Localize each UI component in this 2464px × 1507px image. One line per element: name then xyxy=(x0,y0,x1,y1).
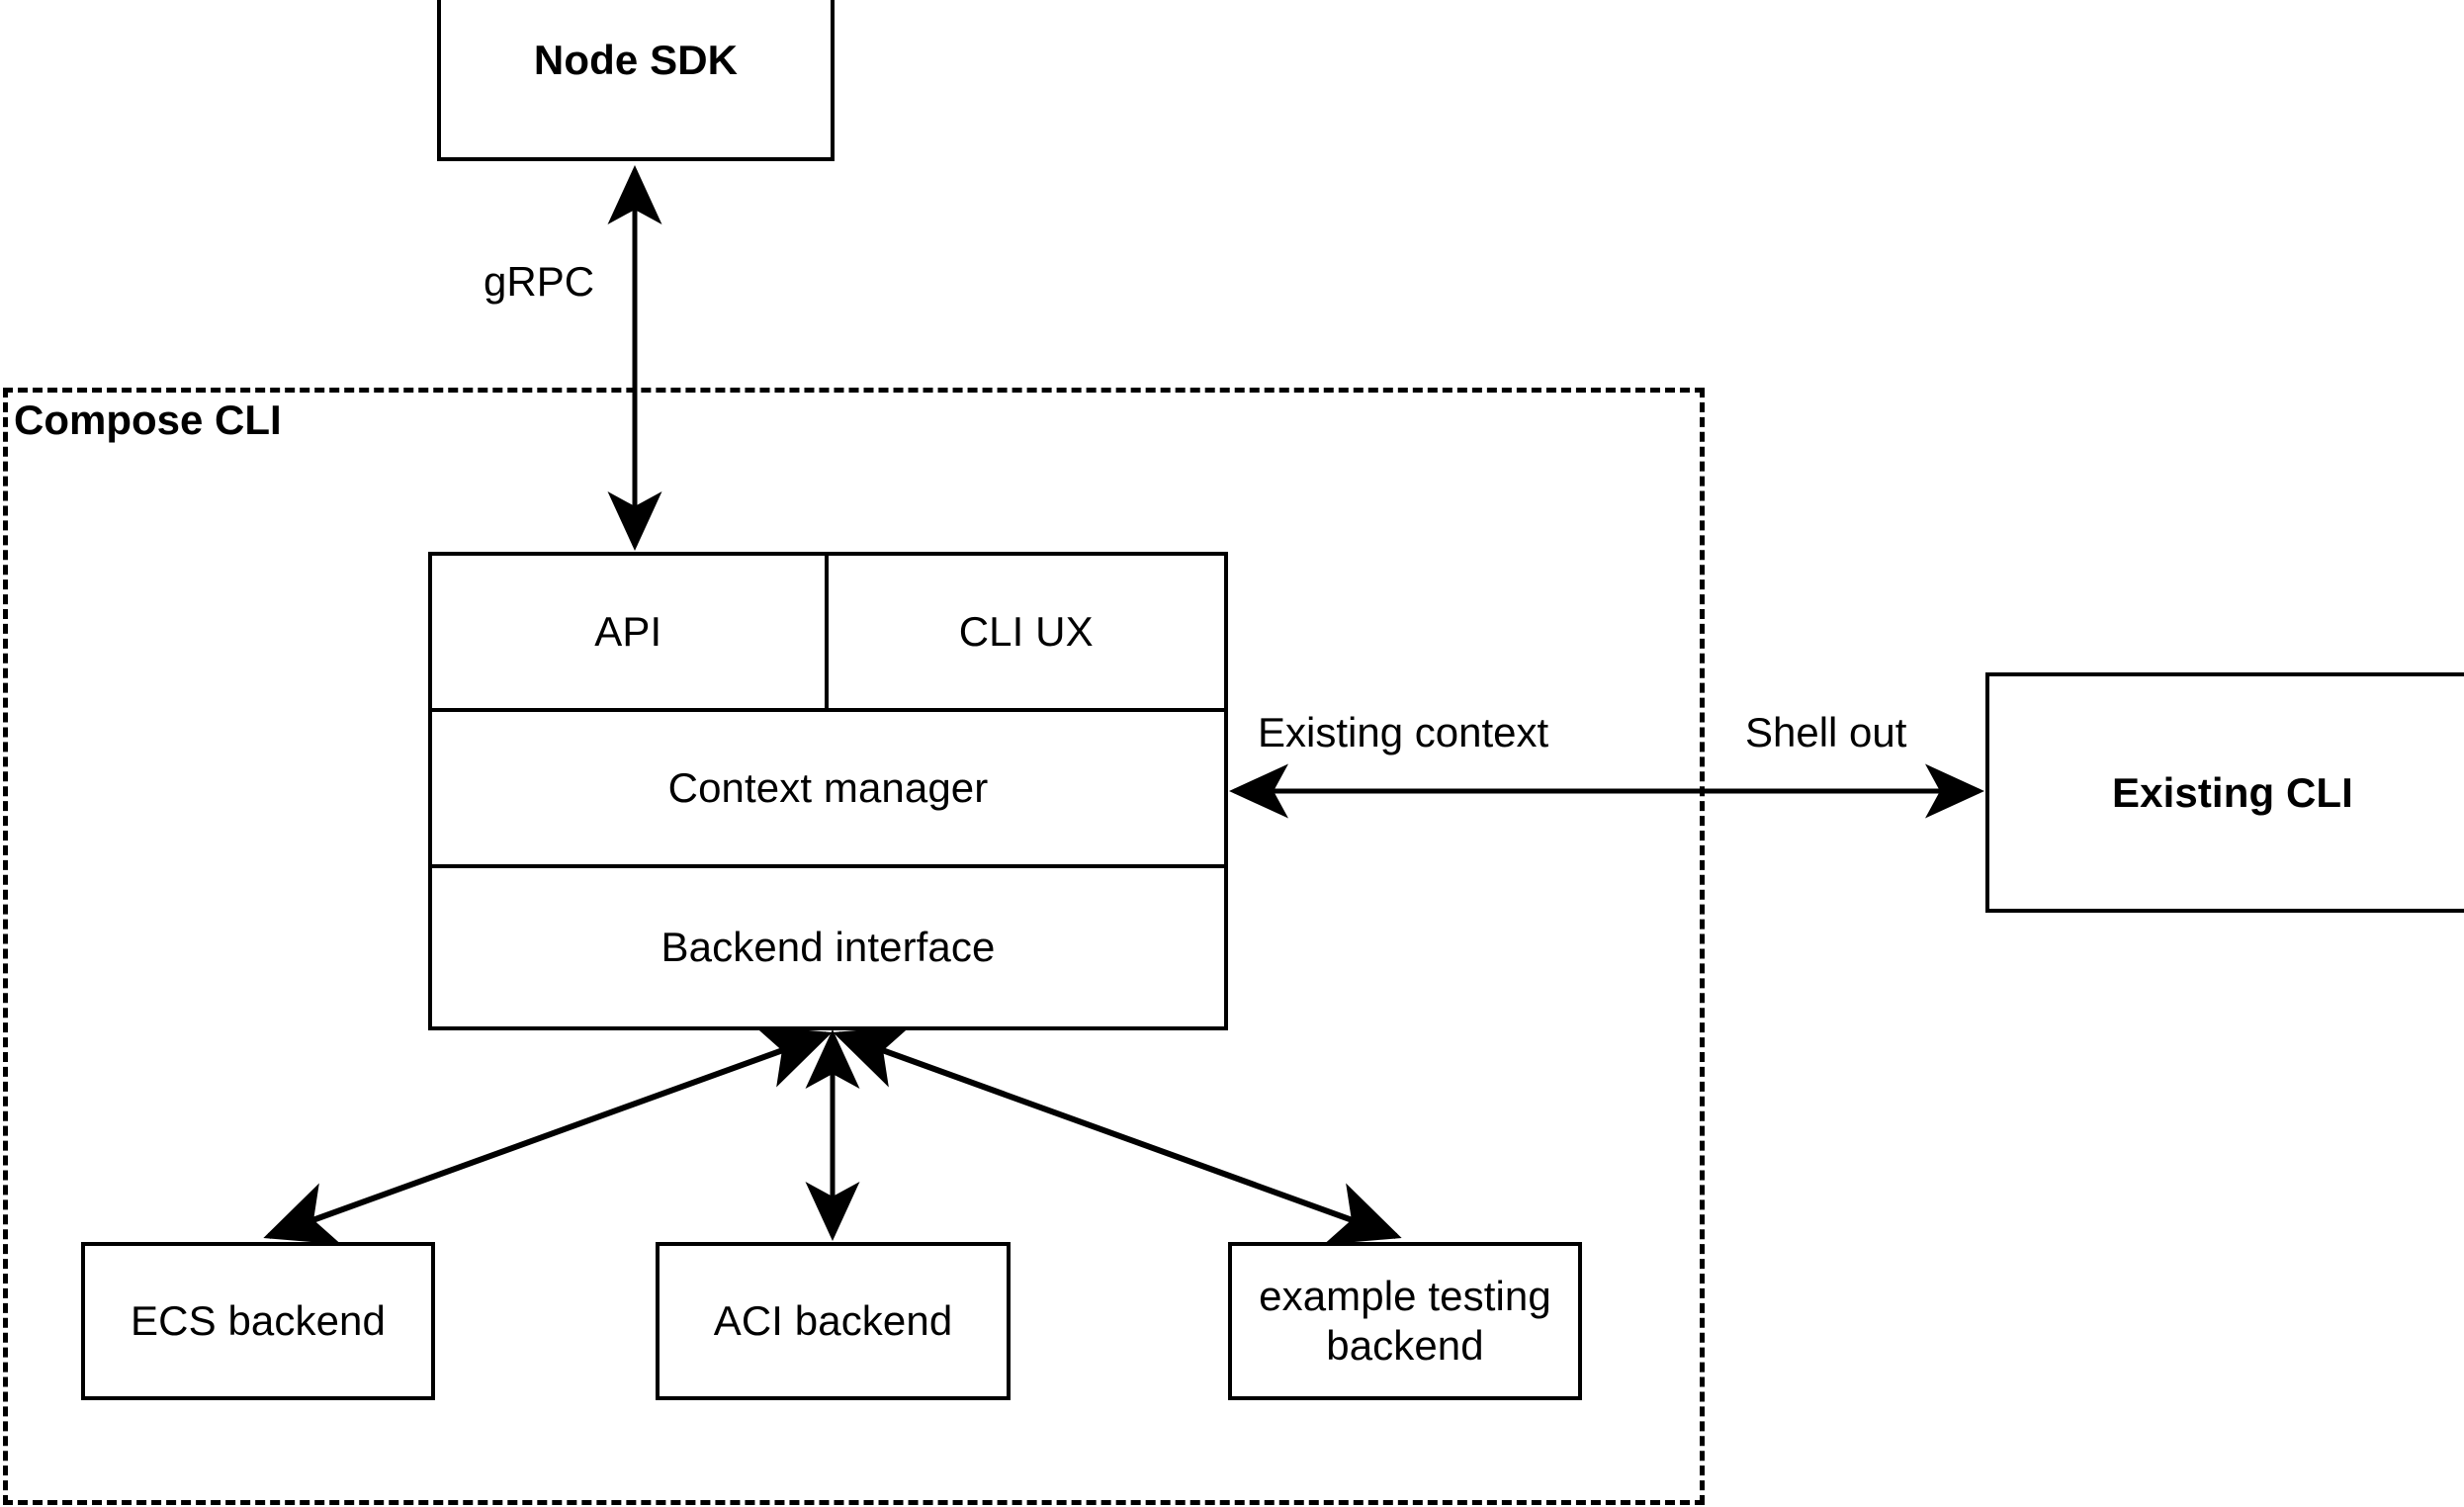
edge-label-grpc: gRPC xyxy=(484,258,595,305)
node-cli-ux[interactable]: CLI UX xyxy=(829,556,1225,708)
edge-label-shell-out: Shell out xyxy=(1745,709,1907,755)
node-api[interactable]: API xyxy=(432,556,829,708)
node-aci-backend-label: ACI backend xyxy=(713,1297,953,1345)
node-context-manager[interactable]: Context manager xyxy=(428,708,1228,868)
node-backend-interface-label: Backend interface xyxy=(660,924,996,971)
node-aci-backend[interactable]: ACI backend xyxy=(656,1242,1011,1400)
edge-label-existing-context: Existing context xyxy=(1258,709,1549,755)
core-stack-row-top: API CLI UX xyxy=(428,552,1228,712)
edge-ecs-arrow xyxy=(263,1025,833,1245)
node-example-testing-backend[interactable]: example testing backend xyxy=(1228,1242,1582,1400)
node-backend-interface[interactable]: Backend interface xyxy=(428,864,1228,1030)
node-example-testing-backend-label: example testing backend xyxy=(1259,1273,1551,1369)
compose-cli-group-boundary xyxy=(3,388,1705,1505)
node-node-sdk[interactable]: Node SDK xyxy=(437,0,835,161)
node-existing-cli-label: Existing CLI xyxy=(2112,768,2353,816)
node-cli-ux-label: CLI UX xyxy=(958,608,1094,656)
edge-testing-arrow xyxy=(833,1025,1402,1245)
node-existing-cli[interactable]: Existing CLI xyxy=(1985,672,2464,913)
node-api-label: API xyxy=(594,608,662,656)
node-context-manager-label: Context manager xyxy=(667,764,989,812)
node-ecs-backend-label: ECS backend xyxy=(131,1297,386,1345)
node-node-sdk-label: Node SDK xyxy=(533,36,739,83)
compose-cli-group-label: Compose CLI xyxy=(14,397,282,443)
compose-cli-core-stack: API CLI UX Context manager Backend inter… xyxy=(428,552,1228,1030)
node-ecs-backend[interactable]: ECS backend xyxy=(81,1242,435,1400)
